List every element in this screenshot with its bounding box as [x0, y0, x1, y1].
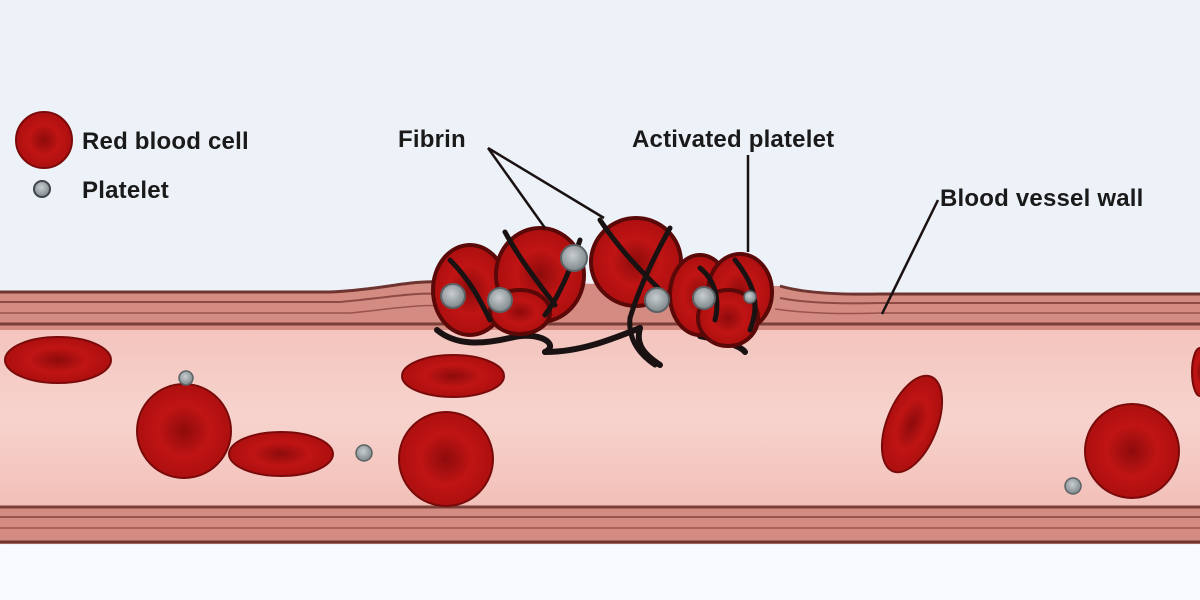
legend-red-blood-cell-icon	[15, 111, 73, 169]
activated-platelet	[440, 283, 466, 309]
legend-platelet-label: Platelet	[82, 177, 169, 204]
vessel-wall-label: Blood vessel wall	[940, 185, 1143, 212]
red-blood-cells	[4, 336, 1200, 507]
platelet	[355, 444, 373, 462]
vessel-wall-pointer	[880, 199, 940, 315]
red-blood-cell	[228, 431, 334, 477]
fibrin-pointer	[486, 147, 547, 229]
upper-vessel-wall	[0, 280, 1200, 330]
platelet	[1064, 477, 1082, 495]
fibrin-label: Fibrin	[398, 126, 466, 153]
activated-platelet	[743, 290, 757, 304]
platelets	[178, 370, 1082, 495]
activated-platelet	[644, 287, 670, 313]
red-blood-cell	[1191, 347, 1200, 397]
activated-platelet-label: Activated platelet	[632, 126, 834, 153]
activated-platelet	[487, 287, 513, 313]
red-blood-cell	[398, 411, 494, 507]
legend: Red blood cell Platelet	[15, 111, 249, 204]
pointer-lines	[486, 146, 940, 315]
lower-vessel-wall	[0, 505, 1200, 544]
fibrin-pointer	[487, 146, 605, 220]
legend-platelet-icon	[33, 180, 51, 198]
activated-platelets	[440, 244, 757, 313]
legend-red-blood-cell-label: Red blood cell	[82, 128, 249, 155]
red-blood-cell	[1084, 403, 1180, 499]
red-blood-cell	[4, 336, 112, 384]
red-blood-cell	[880, 374, 944, 474]
activated-platelet	[692, 286, 716, 310]
red-blood-cell	[136, 383, 232, 479]
red-blood-cell	[401, 354, 505, 398]
background-bottom	[0, 545, 1200, 600]
activated-platelet	[560, 244, 588, 272]
platelet	[178, 370, 194, 386]
